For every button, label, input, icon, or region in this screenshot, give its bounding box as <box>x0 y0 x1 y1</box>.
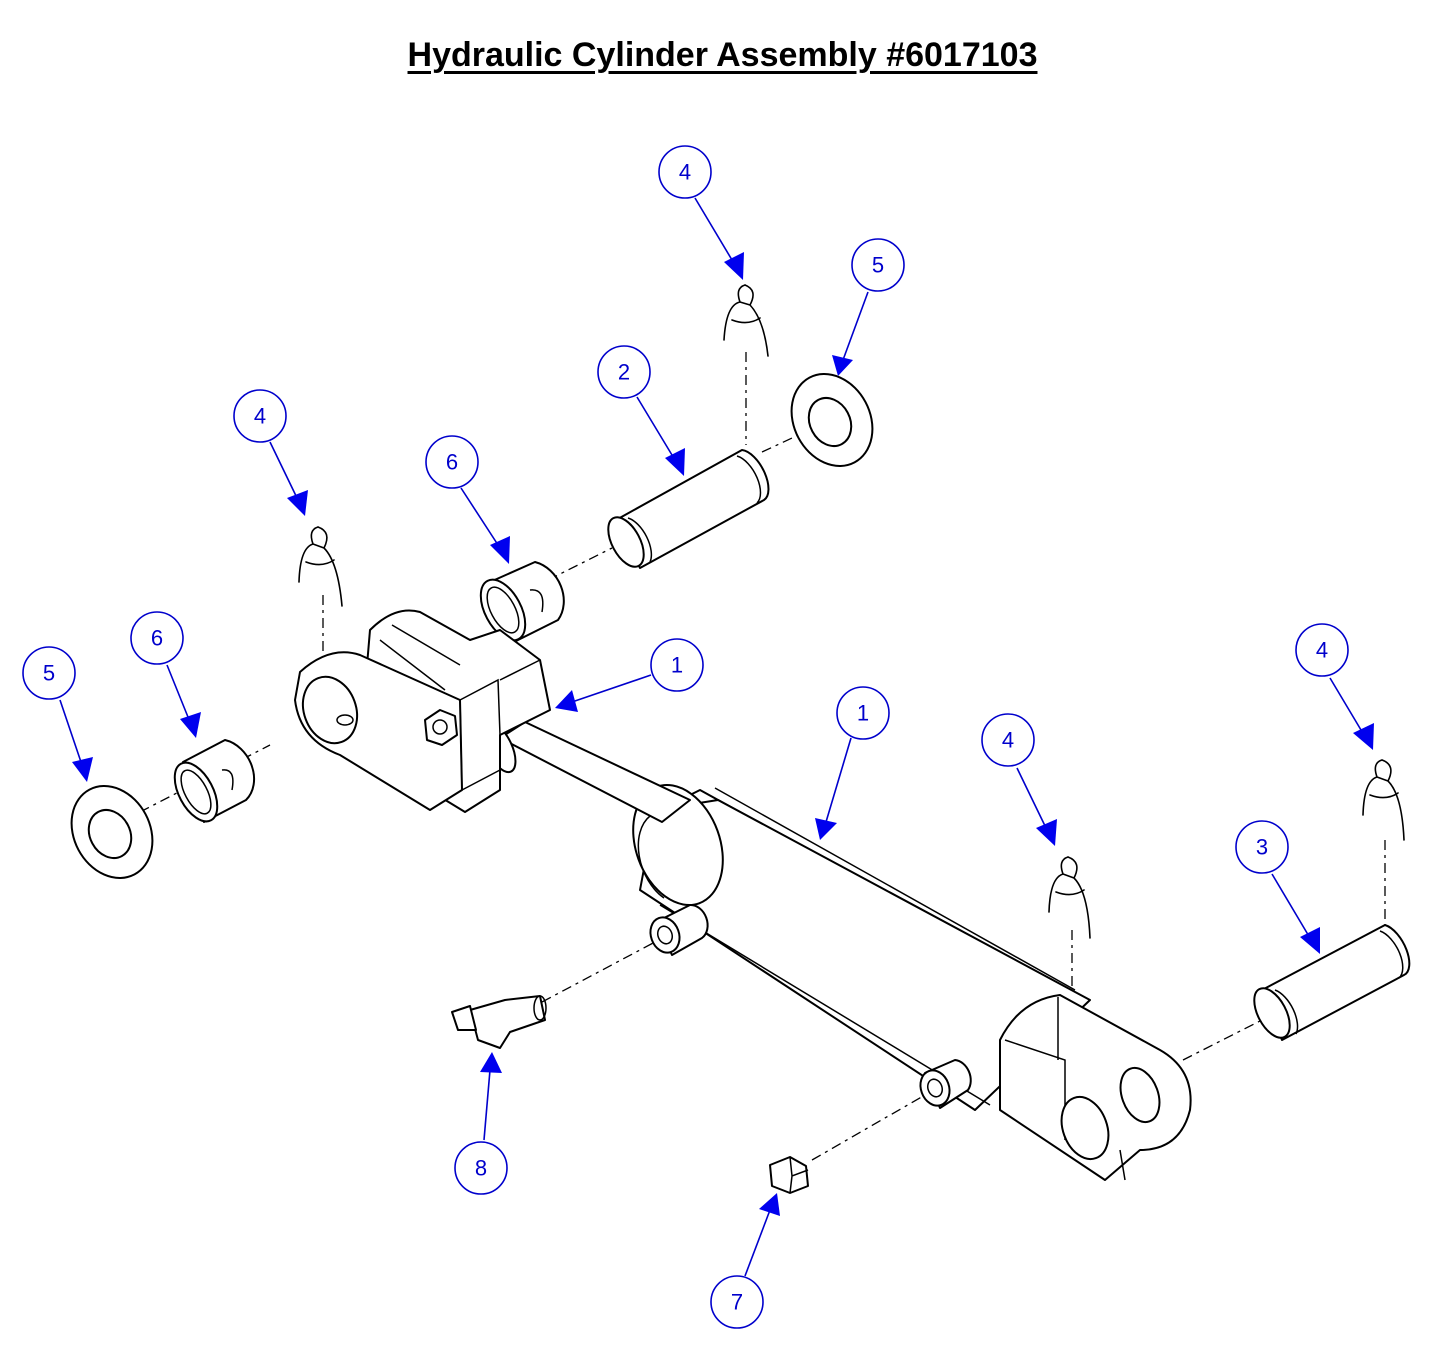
plug-fitting <box>769 1156 809 1194</box>
svg-text:4: 4 <box>254 404 266 429</box>
hairpin-clip-right <box>1362 759 1405 841</box>
bushing-left <box>173 739 256 823</box>
svg-text:2: 2 <box>618 360 630 385</box>
cylinder-barrel <box>483 721 1091 1111</box>
callout-6-upper: 6 <box>425 435 479 489</box>
hairpin-clip-middle <box>1048 856 1091 939</box>
cylinder-clevis <box>999 994 1192 1181</box>
bushing-upper <box>479 561 565 643</box>
svg-text:8: 8 <box>475 1156 487 1181</box>
hairpin-clip-upper-left <box>298 526 343 607</box>
callout-5-top: 5 <box>851 238 905 292</box>
elbow-fitting <box>451 995 547 1049</box>
pin-lower <box>1253 924 1411 1041</box>
washer-left <box>70 785 154 879</box>
callout-1-barrel: 1 <box>836 686 890 740</box>
callout-3: 3 <box>1235 820 1289 874</box>
svg-text:6: 6 <box>446 450 458 475</box>
svg-text:7: 7 <box>731 1290 743 1315</box>
callout-8: 8 <box>454 1141 508 1195</box>
hairpin-clip-top <box>723 284 769 357</box>
svg-text:5: 5 <box>43 661 55 686</box>
page-title: Hydraulic Cylinder Assembly #6017103 <box>407 36 1038 74</box>
callout-2: 2 <box>597 345 651 399</box>
callout-4-right: 4 <box>1295 623 1349 677</box>
pin-upper <box>607 449 770 569</box>
callout-4-middle: 4 <box>981 713 1035 767</box>
callout-4-top: 4 <box>658 145 712 199</box>
rod-clevis <box>294 609 551 813</box>
callout-1-rod: 1 <box>650 638 704 692</box>
svg-text:1: 1 <box>671 653 683 678</box>
washer-upper <box>790 373 874 467</box>
svg-text:5: 5 <box>872 253 884 278</box>
callout-5-left: 5 <box>22 646 76 700</box>
svg-text:4: 4 <box>1316 638 1328 663</box>
callout-4-upper-left: 4 <box>233 389 287 443</box>
hairpin-clips <box>298 284 1405 939</box>
svg-text:6: 6 <box>151 626 163 651</box>
callout-7: 7 <box>710 1275 764 1329</box>
svg-text:4: 4 <box>1002 728 1014 753</box>
svg-text:3: 3 <box>1256 835 1268 860</box>
svg-text:4: 4 <box>679 160 691 185</box>
callout-leaders <box>59 197 1374 1277</box>
svg-text:1: 1 <box>857 701 869 726</box>
callout-6-left: 6 <box>130 611 184 665</box>
